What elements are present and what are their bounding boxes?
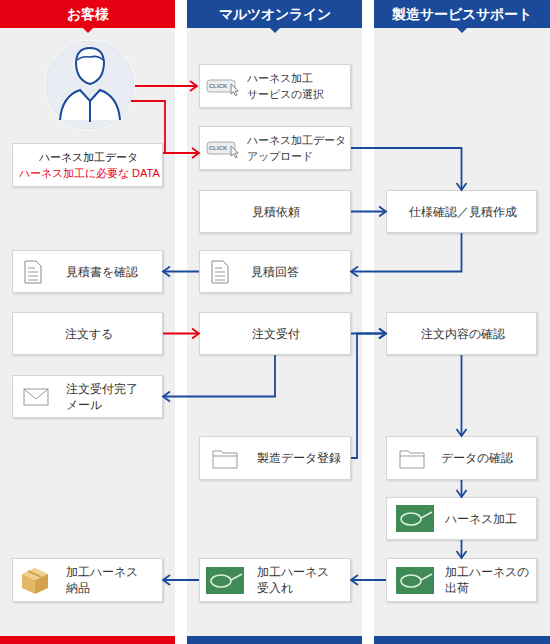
process-box: ハーネス加工データハーネス加工に必要な DATA	[12, 143, 163, 187]
node-text: 加工ハーネス 納品	[66, 564, 158, 596]
node-text: ハーネス加工データ	[39, 149, 138, 165]
node-text: ハーネス加工	[445, 511, 517, 527]
process-box: ハーネス加工	[386, 497, 537, 540]
icon-label: CLICK	[209, 142, 227, 154]
process-box: 製造データ登録	[199, 436, 351, 480]
node-text: 加工ハーネス 受入れ	[257, 564, 346, 596]
process-box: 加工ハーネスの 出荷	[386, 558, 537, 602]
lane-title: 製造サービスサポート	[374, 0, 550, 28]
swimlane: お客様ハーネス加工データハーネス加工に必要な DATA 見積書を確認注文する注文受…	[0, 0, 175, 644]
process-box: 注文受付	[199, 312, 351, 355]
node-text: 見積依頼	[252, 204, 300, 220]
process-box: 仕様確認／見積作成	[386, 190, 537, 233]
process-box: 注文内容の確認	[386, 312, 537, 355]
process-box: 注文受付完了 メール	[12, 375, 163, 418]
lane-title: マルツオンライン	[187, 0, 362, 28]
node-text: 見積書を確認	[66, 264, 138, 280]
node-text: 注文受付	[252, 326, 300, 342]
process-box: 見積依頼	[199, 190, 351, 233]
lane-title: お客様	[0, 0, 175, 28]
node-text: 注文受付完了 メール	[66, 381, 158, 413]
node-text: ハーネス加工に必要な DATA	[19, 165, 158, 181]
process-box: 加工ハーネス 受入れ	[199, 558, 351, 602]
process-box: 注文する	[12, 312, 163, 355]
node-text: ハーネス加工 サービスの選択	[247, 70, 348, 102]
node-text: ハーネス加工データ アップロード	[247, 132, 348, 164]
node-text: 製造データ登録	[257, 450, 341, 466]
process-box: 加工ハーネス 納品	[12, 558, 163, 602]
node-text: 見積回答	[251, 264, 299, 280]
process-box: 見積回答	[199, 250, 351, 293]
swimlane: マルツオンラインハーネス加工 サービスの選択ハーネス加工データ アップロード見積…	[187, 0, 362, 644]
node-text: 注文する	[65, 326, 113, 342]
node-text: 仕様確認／見積作成	[409, 204, 517, 220]
node-text: 注文内容の確認	[421, 326, 505, 342]
swimlane: 製造サービスサポート仕様確認／見積作成注文内容の確認データの確認ハーネス加工加工…	[374, 0, 550, 644]
node-text: データの確認	[441, 450, 513, 466]
icon-label: CLICK	[209, 80, 227, 92]
node-text: 加工ハーネスの 出荷	[445, 564, 532, 596]
process-box: 見積書を確認	[12, 250, 163, 293]
process-box: データの確認	[386, 436, 537, 480]
